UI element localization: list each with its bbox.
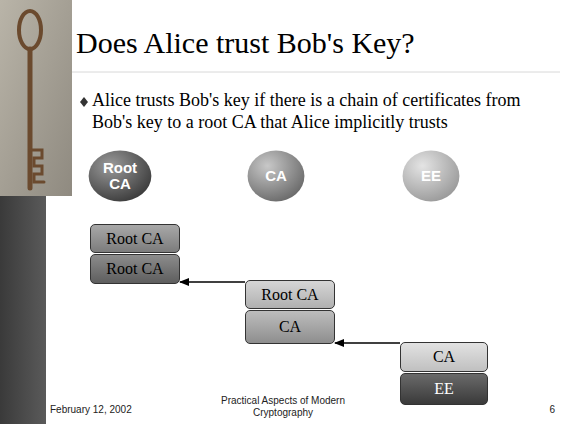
node-text: EE: [421, 168, 441, 184]
entity-circle: CA: [247, 150, 305, 202]
chain-arrow: [180, 281, 245, 283]
key-picture: [19, 11, 44, 188]
title-rule: [72, 72, 560, 73]
node-text: Root CA: [92, 160, 148, 192]
certificate-box: Root CA: [245, 280, 335, 309]
certificate-box: CA: [245, 310, 335, 344]
bullet-diamond: [80, 97, 88, 107]
entity-circle: Root CA: [88, 150, 152, 202]
slide-title: Does Alice trust Bob's Key?: [76, 26, 556, 60]
node-text: Root CA: [261, 286, 318, 304]
certificate-box: Root CA: [90, 254, 180, 284]
certificate-box: CA: [400, 342, 488, 372]
chain-arrow: [335, 342, 400, 344]
footer-date: February 12, 2002: [50, 404, 170, 415]
certificate-box: Root CA: [90, 224, 180, 253]
bullet-text: Alice trusts Bob's key if there is a cha…: [92, 90, 554, 133]
node-text: EE: [434, 380, 454, 398]
entity-circle: EE: [402, 150, 460, 202]
node-text: CA: [265, 168, 287, 184]
node-text: CA: [433, 348, 455, 366]
photo-ground: [0, 0, 72, 196]
node-text: CA: [279, 318, 301, 336]
node-text: Root CA: [106, 260, 163, 278]
footer-course: Practical Aspects of Modern Cryptography: [208, 395, 358, 418]
certificate-box: EE: [400, 373, 488, 405]
node-text: Root CA: [106, 230, 163, 248]
page-number: 6: [530, 404, 555, 415]
